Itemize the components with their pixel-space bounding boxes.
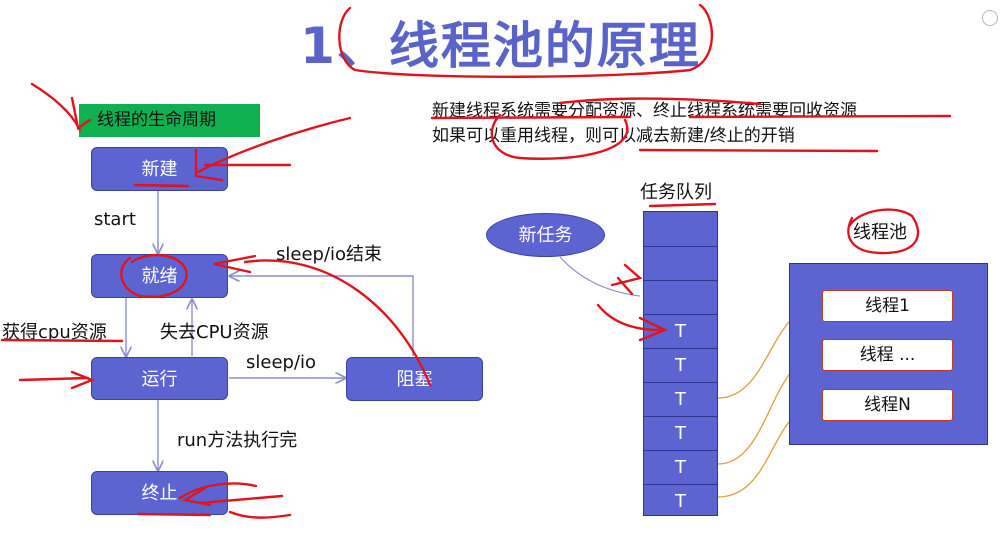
transition-get-cpu: 获得cpu资源 [2, 322, 107, 343]
queue-cell [644, 280, 717, 314]
task-queue: T T T T T T [643, 211, 718, 516]
queue-cell: T [644, 416, 717, 450]
transition-start: start [94, 209, 136, 230]
watermark-icon [982, 10, 998, 26]
queue-cell: T [644, 450, 717, 484]
transition-lose-cpu: 失去CPU资源 [160, 322, 269, 343]
transition-sleep-io: sleep/io [246, 352, 317, 373]
thread-item: 线程 ... [822, 339, 953, 371]
pool-label: 线程池 [853, 222, 907, 243]
state-terminated: 终止 [91, 471, 228, 515]
state-terminated-label: 终止 [141, 483, 178, 504]
queue-cell: T [644, 348, 717, 382]
new-task-label: 新任务 [518, 225, 573, 246]
state-ready: 就绪 [91, 254, 228, 298]
thread-item: 线程N [822, 389, 953, 421]
page-title: 1、线程池的原理 [300, 17, 701, 75]
state-ready-label: 就绪 [141, 266, 178, 287]
queue-label: 任务队列 [640, 182, 712, 203]
state-running-label: 运行 [141, 369, 178, 390]
transition-run-done: run方法执行完 [177, 430, 298, 451]
queue-cell: T [644, 382, 717, 416]
queue-cell: T [644, 314, 717, 348]
state-new-label: 新建 [141, 159, 178, 180]
transition-sleep-io-end: sleep/io结束 [276, 244, 383, 265]
thread-pool: 线程1 线程 ... 线程N [789, 263, 988, 445]
new-task-node: 新任务 [486, 213, 605, 257]
state-blocked-label: 阻塞 [396, 369, 433, 390]
queue-cell [644, 246, 717, 280]
queue-cell: T [644, 484, 717, 518]
state-running: 运行 [91, 357, 228, 400]
note-line-2: 如果可以重用线程，则可以减去新建/终止的开销 [432, 126, 795, 146]
lifecycle-heading: 线程的生命周期 [79, 104, 260, 137]
thread-item: 线程1 [822, 290, 953, 322]
state-blocked: 阻塞 [346, 357, 483, 401]
